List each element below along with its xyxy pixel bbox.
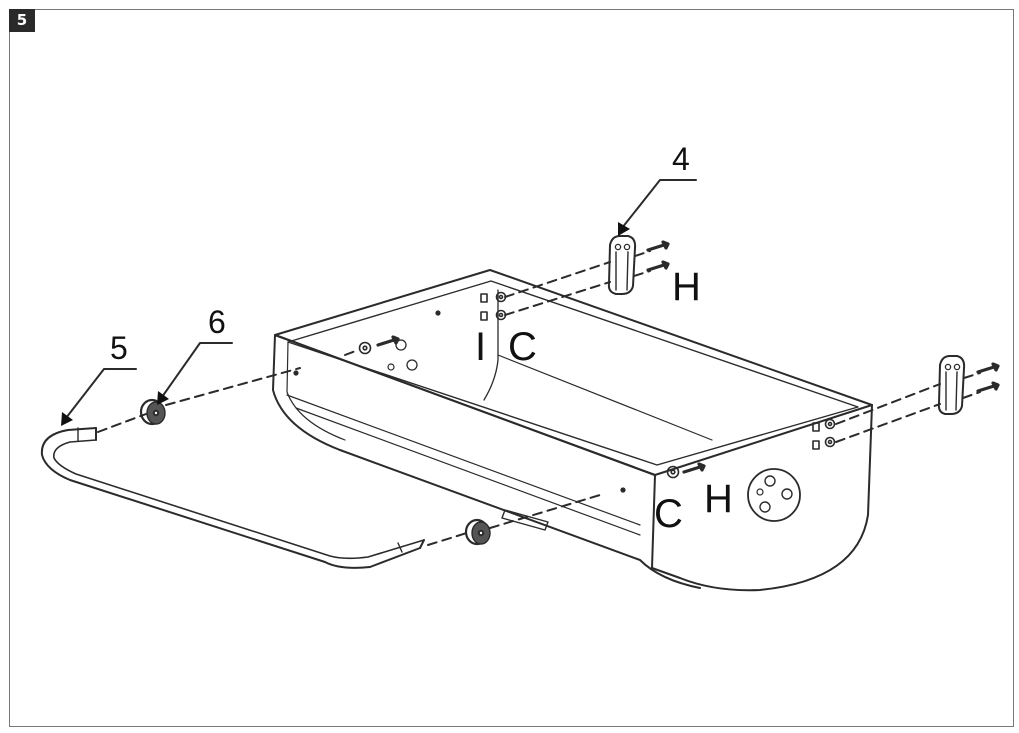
- label-hardware-h-top: H: [672, 265, 701, 309]
- cart-body: [272, 269, 873, 592]
- diagram-frame: [9, 9, 1014, 727]
- alignment-lines: [97, 250, 981, 546]
- label-hardware-i-top: I: [475, 325, 486, 369]
- leader-lines: [65, 179, 697, 419]
- label-hardware-c-front: C: [654, 492, 683, 536]
- leader-arrowheads: [61, 222, 630, 426]
- step-number-badge: 5: [9, 9, 35, 32]
- wheel-part-6-right: [464, 518, 491, 546]
- label-hardware-c-top: C: [508, 325, 537, 369]
- handle-part-5: [40, 427, 425, 569]
- label-part-4: 4: [672, 141, 690, 177]
- bracket-part-4-top: [607, 235, 637, 295]
- bracket-part-4-right: [937, 355, 966, 415]
- label-part-6: 6: [208, 304, 226, 340]
- nuts-washers: [358, 291, 836, 479]
- label-hardware-h-front: H: [704, 477, 733, 521]
- wheel-part-6-left: [139, 398, 166, 426]
- screws-h: [376, 240, 1000, 474]
- label-part-5: 5: [110, 330, 128, 366]
